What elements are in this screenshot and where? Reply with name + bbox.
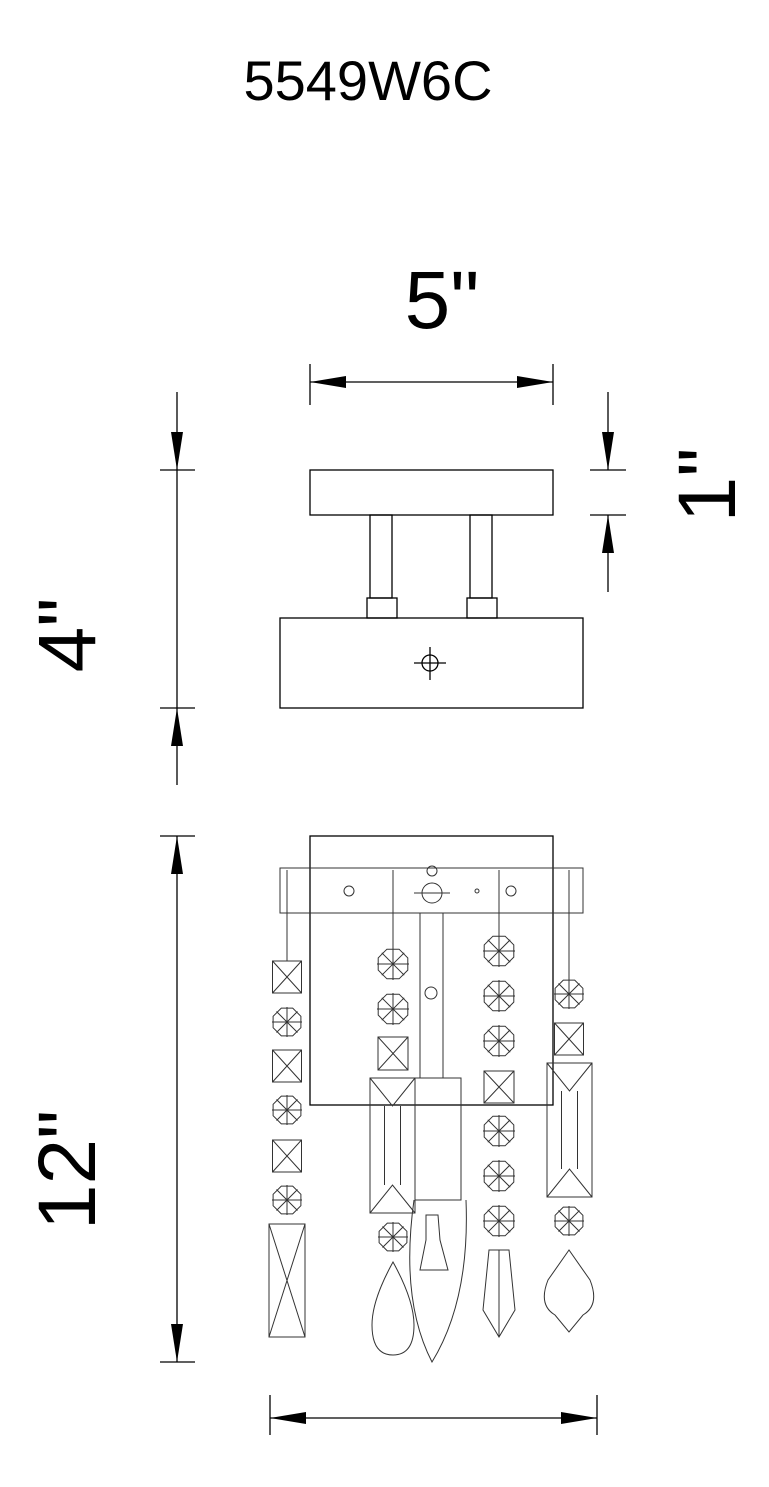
overall-width-dimension-line bbox=[269, 1395, 598, 1435]
model-number-title: 5549W6C bbox=[243, 49, 492, 112]
canopy-depth-label: 1" bbox=[662, 448, 753, 523]
crystal-facets bbox=[369, 1077, 416, 1214]
octagon-crystal bbox=[483, 980, 515, 1012]
prism-crystal bbox=[369, 1077, 416, 1214]
octagon-crystal bbox=[378, 1222, 408, 1252]
prism-crystal bbox=[546, 1062, 593, 1198]
width-dimension-line bbox=[309, 364, 554, 405]
crystal-facets bbox=[272, 1049, 302, 1083]
depth-dimension-line bbox=[160, 392, 195, 785]
front-view bbox=[268, 835, 595, 1364]
flame-shade bbox=[409, 1199, 467, 1364]
icicle-crystal bbox=[482, 1249, 516, 1338]
teardrop-crystal bbox=[371, 1260, 415, 1356]
crystal-facets bbox=[546, 1062, 593, 1198]
octagon-crystal bbox=[554, 1206, 584, 1236]
crystal-facets bbox=[483, 935, 515, 967]
square-crystal bbox=[272, 960, 302, 994]
crystal-facets bbox=[377, 948, 409, 980]
crystal-facets bbox=[272, 1007, 302, 1037]
square-crystal bbox=[272, 1049, 302, 1083]
crystal-facets bbox=[554, 1206, 584, 1236]
height-dimension-line bbox=[160, 835, 195, 1363]
crystal-facets bbox=[268, 1223, 306, 1338]
octagon-crystal bbox=[554, 979, 584, 1009]
octagon-crystal bbox=[272, 1185, 302, 1215]
octagon-crystal bbox=[377, 948, 409, 980]
candle-tube bbox=[419, 912, 444, 1079]
crystal-facets bbox=[483, 1115, 515, 1147]
crystal-facets bbox=[483, 1070, 515, 1104]
square-crystal bbox=[272, 1139, 302, 1173]
octagon-crystal bbox=[483, 1160, 515, 1192]
crystal-facets bbox=[483, 1160, 515, 1192]
crystal-facets bbox=[377, 1036, 409, 1071]
octagon-crystal bbox=[483, 935, 515, 967]
octagon-crystal bbox=[377, 993, 409, 1025]
crystal-bar bbox=[279, 867, 584, 914]
square-crystal bbox=[377, 1036, 409, 1071]
crystal-facets bbox=[483, 1025, 515, 1057]
crystal-facets bbox=[554, 979, 584, 1009]
crystal-facets bbox=[272, 1095, 302, 1125]
octagon-crystal bbox=[483, 1115, 515, 1147]
octagon-crystal bbox=[272, 1007, 302, 1037]
octagon-crystal bbox=[483, 1025, 515, 1057]
crystal-facets bbox=[554, 1022, 584, 1056]
crystal-facets bbox=[272, 960, 302, 994]
depth-label: 4" bbox=[22, 598, 113, 673]
height-label: 12" bbox=[22, 1110, 113, 1230]
octagon-crystal bbox=[483, 1205, 515, 1237]
crystal-facets bbox=[377, 993, 409, 1025]
square-crystal bbox=[483, 1070, 515, 1104]
width-label: 5" bbox=[405, 255, 480, 346]
octagon-crystal bbox=[272, 1095, 302, 1125]
canopy-depth-dimension-line bbox=[590, 392, 626, 592]
pendant-crystal bbox=[543, 1249, 595, 1333]
candle-cup bbox=[414, 1077, 462, 1201]
rectangle-crystal bbox=[268, 1223, 306, 1338]
crystal-facets bbox=[272, 1185, 302, 1215]
side-view bbox=[279, 469, 584, 709]
bulb-icon bbox=[419, 1214, 449, 1271]
crystal-facets bbox=[483, 1205, 515, 1237]
crystal-facets bbox=[378, 1222, 408, 1252]
crystal-facets bbox=[483, 980, 515, 1012]
crystal-facets bbox=[272, 1139, 302, 1173]
backplate bbox=[309, 835, 554, 1106]
square-crystal bbox=[554, 1022, 584, 1056]
